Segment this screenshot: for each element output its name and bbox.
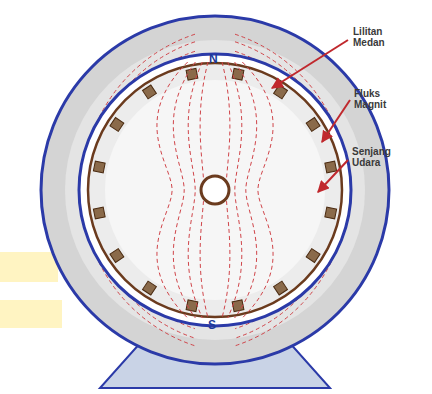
leader-arrow — [272, 40, 348, 88]
field-winding-slots — [93, 68, 336, 311]
leader-arrow — [318, 160, 348, 192]
callout-label: Senjang Udara — [352, 146, 396, 168]
leader-arrow — [322, 100, 350, 142]
stator-housing — [41, 16, 389, 364]
callout-label: Fluks Magnit — [354, 88, 394, 110]
pole-label: N — [209, 52, 218, 66]
watermark-patch — [0, 252, 58, 282]
flux-lines — [82, 34, 348, 346]
callout-label: Lilitan Medan — [353, 26, 393, 48]
shaft — [201, 176, 229, 204]
rotor — [88, 63, 342, 317]
flux-lines — [157, 62, 273, 318]
air-gap — [79, 54, 351, 326]
watermark-patch — [0, 300, 62, 328]
stator-yoke — [65, 40, 365, 340]
pole-label: S — [208, 318, 216, 332]
